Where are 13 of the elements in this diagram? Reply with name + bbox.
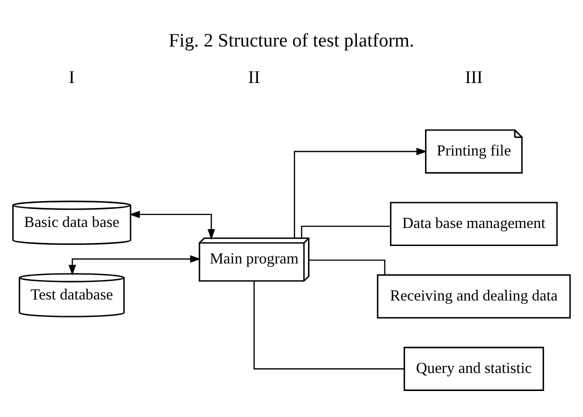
connector [301, 226, 390, 238]
label: II [248, 67, 260, 88]
arrow [68, 255, 201, 276]
node-box: Data base management [390, 202, 558, 246]
label: I [68, 67, 75, 88]
label: III [464, 67, 483, 88]
diagram-title: Fig. 2 Structure of test platform. [168, 30, 414, 52]
node-box: Receiving and dealing data [376, 274, 571, 318]
connector [253, 281, 404, 370]
connector [308, 260, 386, 275]
arrow [129, 210, 216, 240]
node-box: Query and statistic [404, 346, 544, 391]
arrow [294, 148, 428, 238]
